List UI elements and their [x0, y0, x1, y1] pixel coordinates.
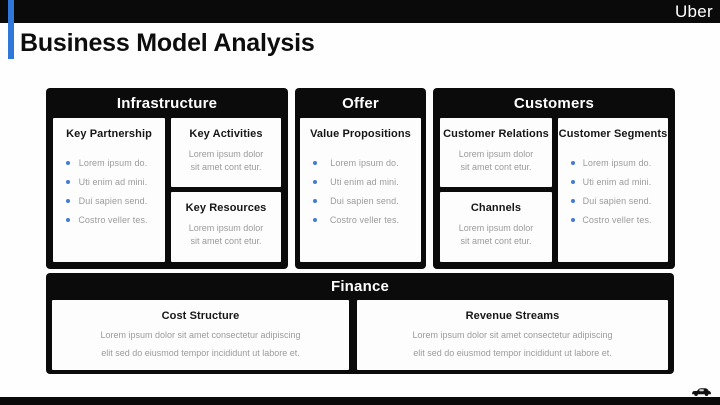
panel-finance-body: Cost Structure Lorem ipsum dolor sit ame…	[52, 300, 668, 370]
panel-offer-title: Offer	[342, 95, 379, 112]
card-key-resources-title: Key Resources	[185, 202, 267, 214]
panel-customers: Customers Customer Relations Lorem ipsum…	[433, 88, 675, 269]
body-line: Lorem ipsum dolor	[188, 149, 264, 159]
card-revenue-streams-body: Lorem ipsum dolor sit amet consectetur a…	[357, 327, 668, 362]
card-key-activities: Key Activities Lorem ipsum dolor sit ame…	[171, 118, 281, 187]
body-line: sit amet cont etur.	[460, 235, 532, 246]
card-key-activities-title: Key Activities	[189, 128, 263, 140]
card-customer-segments: Customer Segments Lorem ipsum do. Uti en…	[558, 118, 668, 262]
bullet-label: Lorem ipsum do.	[330, 157, 399, 168]
list-item: Lorem ipsum do.	[300, 153, 421, 172]
panel-offer: Offer Value Propositions Lorem ipsum do.…	[295, 88, 426, 269]
panel-finance: Finance Cost Structure Lorem ipsum dolor…	[46, 273, 674, 374]
card-value-propositions-title: Value Propositions	[310, 128, 411, 140]
bullet-icon	[313, 179, 317, 184]
body-line: elit sed do eiusmod tempor incididunt ut…	[101, 347, 300, 358]
business-model-canvas: Infrastructure Key Partnership Lorem ips…	[46, 88, 675, 374]
bullet-label: Lorem ipsum do.	[582, 157, 652, 168]
uber-logo: Uber	[674, 1, 713, 21]
infrastructure-right-column: Key Activities Lorem ipsum dolor sit ame…	[171, 118, 281, 262]
card-channels-title: Channels	[470, 202, 522, 214]
title-accent-bar	[8, 0, 14, 59]
bullet-label: Uti enim ad mini.	[330, 176, 399, 187]
card-key-resources-body: Lorem ipsum dolor sit amet cont etur.	[171, 222, 281, 247]
body-line: elit sed do eiusmod tempor incididunt ut…	[413, 347, 612, 358]
panel-customers-title: Customers	[513, 95, 595, 112]
bullet-label: Costro veller tes.	[329, 214, 400, 225]
card-customer-segments-title: Customer Segments	[558, 128, 668, 140]
bullet-icon	[313, 198, 317, 203]
card-cost-structure-body: Lorem ipsum dolor sit amet consectetur a…	[52, 327, 349, 362]
infrastructure-left-column: Key Partnership Lorem ipsum do. Uti enim…	[53, 118, 165, 262]
list-item: Costro veller tes.	[53, 210, 165, 229]
bullet-icon	[571, 217, 575, 222]
list-item: Dui sapien send.	[300, 191, 421, 210]
bullet-icon	[571, 179, 575, 184]
bullet-icon	[571, 160, 575, 165]
list-item: Lorem ipsum do.	[558, 153, 668, 172]
card-customer-relations-body: Lorem ipsum dolor sit amet cont etur.	[440, 148, 552, 173]
bullet-label: Dui sapien send.	[78, 195, 148, 206]
list-item: Uti enim ad mini.	[300, 172, 421, 191]
bullet-icon	[571, 198, 575, 203]
list-item: Uti enim ad mini.	[53, 172, 165, 191]
customer-segments-bullet-list: Lorem ipsum do. Uti enim ad mini. Dui sa…	[558, 153, 668, 229]
value-propositions-bullet-list: Lorem ipsum do. Uti enim ad mini. Dui sa…	[300, 153, 421, 229]
customers-left-column: Customer Relations Lorem ipsum dolor sit…	[440, 118, 552, 262]
card-key-partnership-title: Key Partnership	[66, 128, 152, 140]
bullet-label: Dui sapien send.	[582, 195, 652, 206]
card-customer-relations-title: Customer Relations	[443, 128, 549, 140]
bullet-icon	[313, 217, 317, 222]
card-key-resources: Key Resources Lorem ipsum dolor sit amet…	[171, 192, 281, 262]
panel-infrastructure: Infrastructure Key Partnership Lorem ips…	[46, 88, 288, 269]
list-item: Dui sapien send.	[53, 191, 165, 210]
page-title: Business Model Analysis	[20, 29, 315, 57]
card-customer-relations: Customer Relations Lorem ipsum dolor sit…	[440, 118, 552, 187]
panel-infrastructure-body: Key Partnership Lorem ipsum do. Uti enim…	[53, 118, 281, 262]
list-item: Dui sapien send.	[558, 191, 668, 210]
list-item: Uti enim ad mini.	[558, 172, 668, 191]
card-cost-structure: Cost Structure Lorem ipsum dolor sit ame…	[52, 300, 349, 370]
bullet-label: Costro veller tes.	[78, 214, 148, 225]
body-line: Lorem ipsum dolor sit amet consectetur a…	[412, 330, 613, 340]
panel-finance-title: Finance	[330, 278, 390, 295]
bullet-icon	[66, 217, 70, 222]
bullet-label: Uti enim ad mini.	[582, 176, 652, 187]
key-partnership-bullet-list: Lorem ipsum do. Uti enim ad mini. Dui sa…	[53, 153, 165, 229]
bullet-icon	[66, 160, 70, 165]
bullet-label: Lorem ipsum do.	[78, 157, 148, 168]
bullet-label: Dui sapien send.	[330, 195, 399, 206]
list-item: Costro veller tes.	[300, 210, 421, 229]
panel-offer-body: Value Propositions Lorem ipsum do. Uti e…	[300, 118, 421, 262]
bottom-bar	[0, 397, 720, 405]
card-revenue-streams-title: Revenue Streams	[465, 310, 560, 322]
card-key-partnership: Key Partnership Lorem ipsum do. Uti enim…	[53, 118, 165, 262]
body-line: Lorem ipsum dolor sit amet consectetur a…	[100, 330, 301, 340]
panel-infrastructure-title: Infrastructure	[116, 95, 218, 112]
bullet-icon	[66, 198, 70, 203]
bullet-icon	[66, 179, 70, 184]
body-line: Lorem ipsum dolor	[188, 223, 264, 233]
bullet-label: Uti enim ad mini.	[78, 176, 148, 187]
body-line: sit amet cont etur.	[190, 235, 262, 246]
card-channels-body: Lorem ipsum dolor sit amet cont etur.	[440, 222, 552, 247]
card-value-propositions: Value Propositions Lorem ipsum do. Uti e…	[300, 118, 421, 262]
panel-customers-body: Customer Relations Lorem ipsum dolor sit…	[440, 118, 668, 262]
body-line: Lorem ipsum dolor	[458, 149, 534, 159]
card-key-activities-body: Lorem ipsum dolor sit amet cont etur.	[171, 148, 281, 173]
card-channels: Channels Lorem ipsum dolor sit amet cont…	[440, 192, 552, 262]
body-line: sit amet cont etur.	[460, 161, 532, 172]
list-item: Costro veller tes.	[558, 210, 668, 229]
card-cost-structure-title: Cost Structure	[161, 310, 240, 322]
canvas-top-row: Infrastructure Key Partnership Lorem ips…	[46, 88, 675, 269]
car-icon	[690, 386, 712, 397]
body-line: Lorem ipsum dolor	[458, 223, 534, 233]
customers-right-column: Customer Segments Lorem ipsum do. Uti en…	[558, 118, 668, 262]
card-revenue-streams: Revenue Streams Lorem ipsum dolor sit am…	[357, 300, 668, 370]
list-item: Lorem ipsum do.	[53, 153, 165, 172]
bullet-icon	[313, 160, 317, 165]
body-line: sit amet cont etur.	[190, 161, 262, 172]
top-bar: Uber	[0, 0, 720, 23]
bullet-label: Costro veller tes.	[582, 214, 652, 225]
